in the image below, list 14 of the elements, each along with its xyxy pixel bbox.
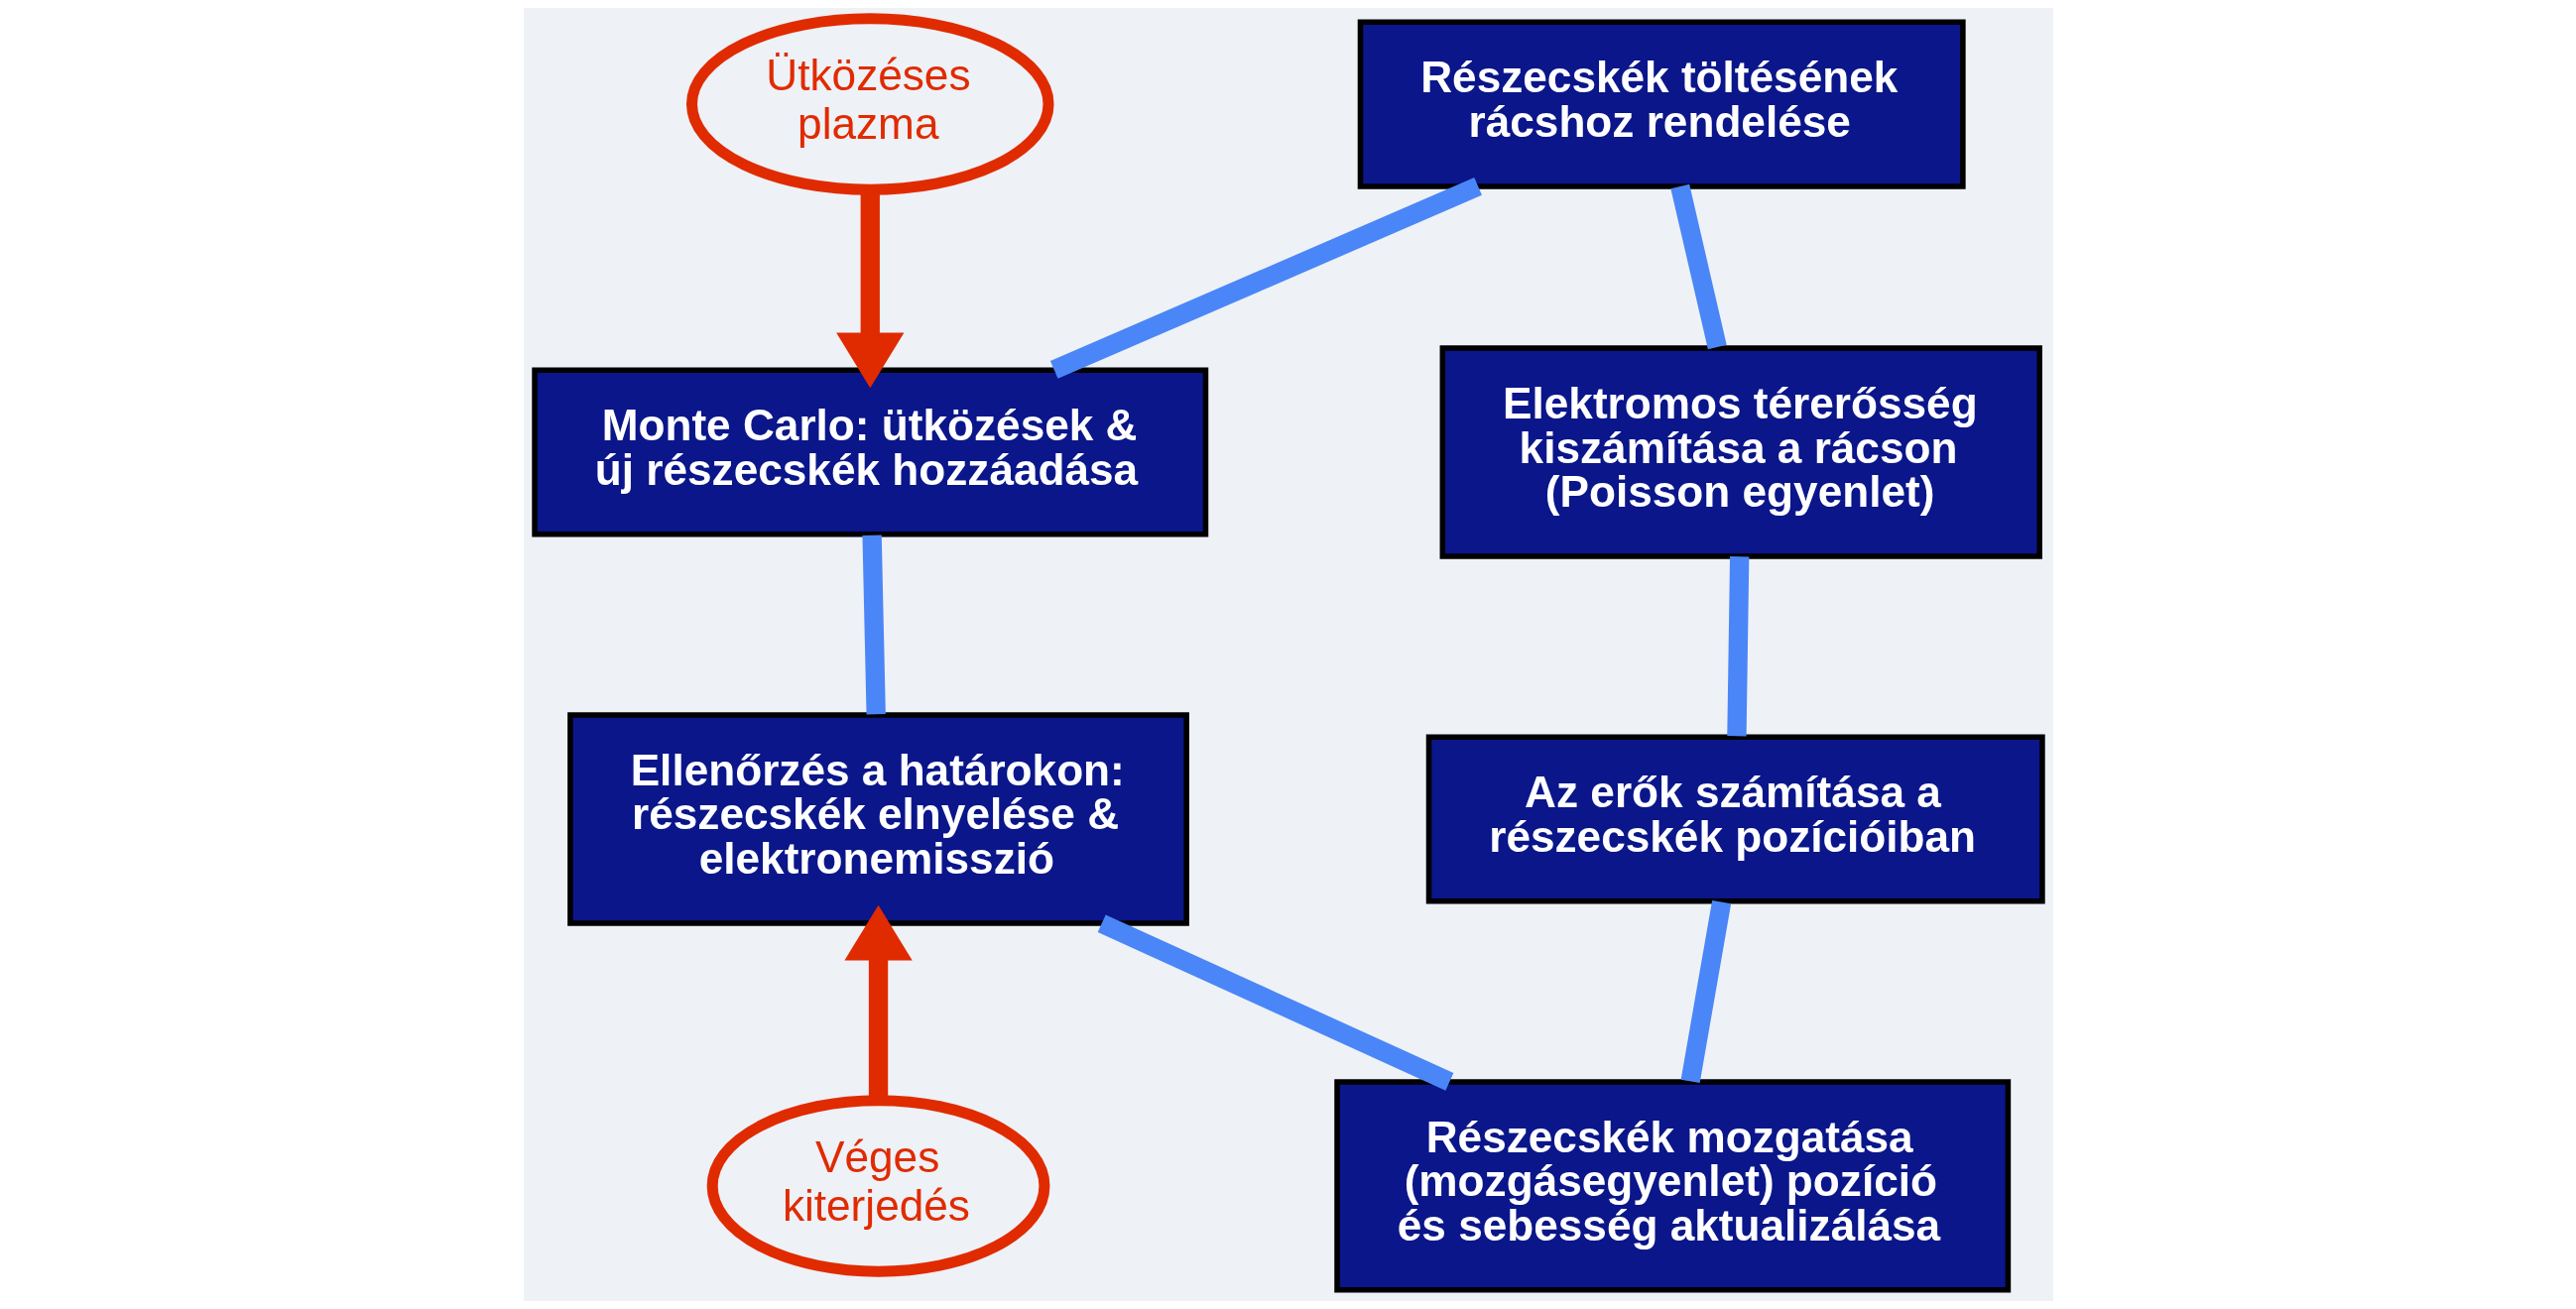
connector [1097, 914, 1453, 1091]
node-ellipse: Ütközéses plazma [685, 13, 1054, 195]
connector [1726, 556, 1749, 737]
node-box: Monte Carlo: ütközések & új részecskék hozzáadása [531, 367, 1208, 537]
connector [1680, 899, 1731, 1083]
node-box: Az erők számítása a részecskék pozícióiban [1425, 734, 2045, 904]
node-box: Ellenőrzés a határokon: részecskék elnyelése & elektronemisszió [566, 712, 1189, 926]
node-box: Elektromos térerősség kiszámítása a rácson (Poisson egyenlet) [1439, 345, 2042, 559]
connector [1049, 178, 1482, 379]
node-box: Részecskék töltésének rácshoz rendelése [1357, 19, 1966, 189]
node-ellipse: Véges kiterjedés [706, 1095, 1049, 1277]
connector [861, 535, 886, 715]
node-box: Részecskék mozgatása (mozgásegyenlet) pozíció és sebesség aktualizálása [1333, 1079, 2011, 1293]
connector [1669, 183, 1727, 350]
